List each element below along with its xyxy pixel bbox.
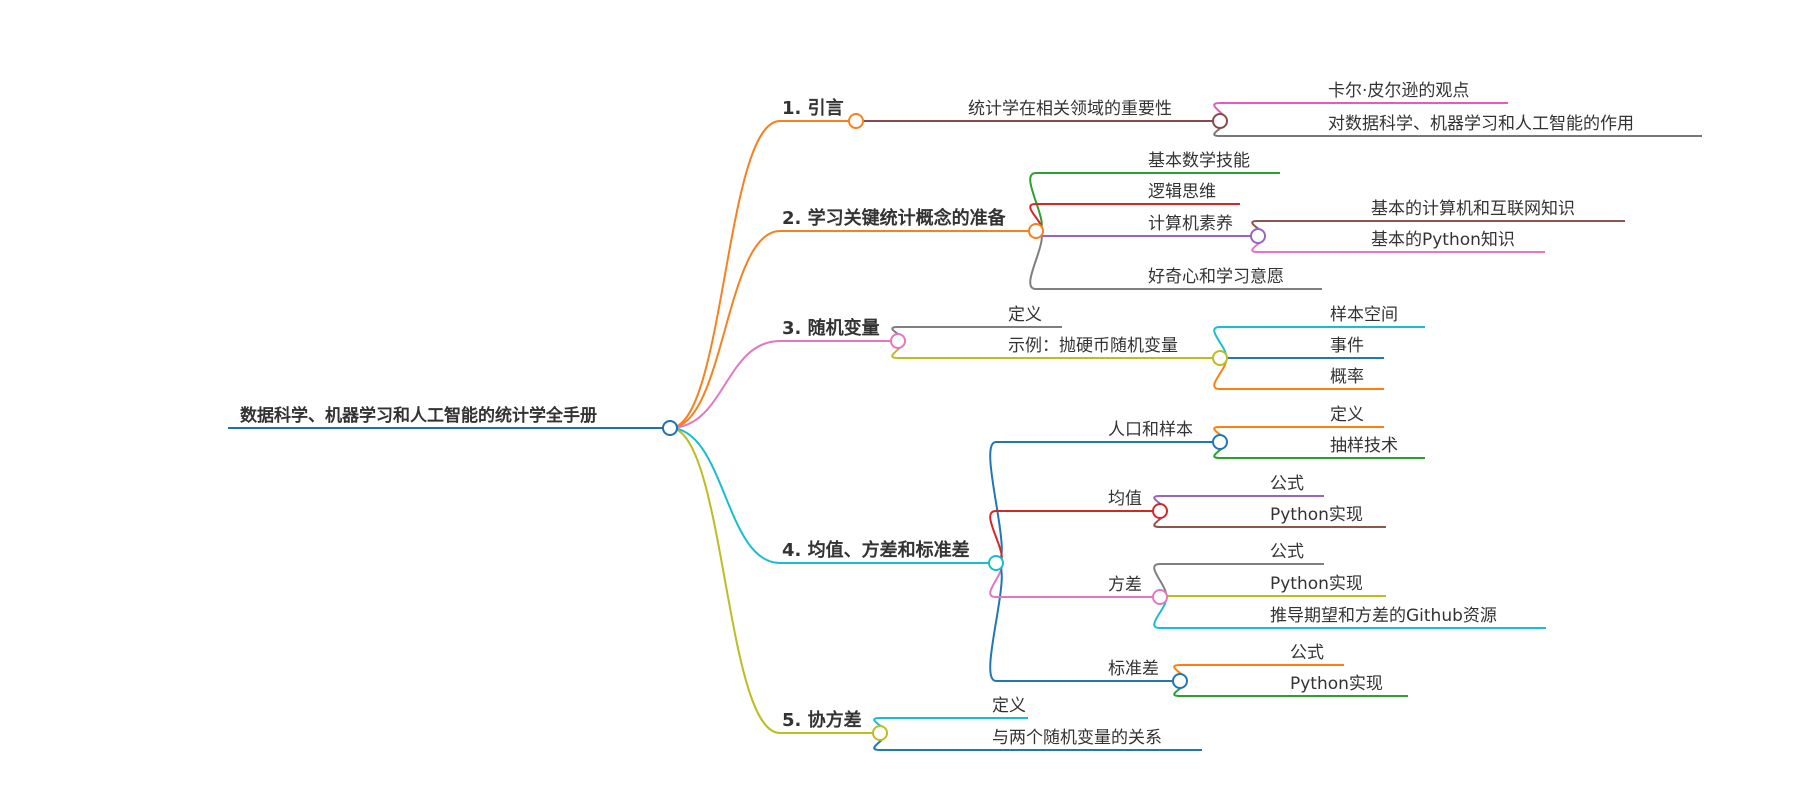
- topic-label-root-3-1: 均值: [1108, 489, 1142, 509]
- topic-label-root-2-1: 示例：抛硬币随机变量: [1008, 336, 1178, 356]
- connector-root-1-3: [1029, 230, 1043, 290]
- topic-label-root-1: 2. 学习关键统计概念的准备: [782, 207, 1007, 229]
- topic-label-root-3-2-0: 公式: [1270, 542, 1304, 562]
- collapse-toggle-root-3-3[interactable]: [1172, 673, 1188, 689]
- topic-label-root-3-3: 标准差: [1108, 659, 1159, 679]
- topic-label-root-3-0-0: 定义: [1330, 405, 1364, 425]
- topic-label-root-3-2: 方差: [1108, 575, 1142, 595]
- topic-label-root-0-0: 统计学在相关领域的重要性: [968, 99, 1172, 119]
- toggles-layer: [662, 113, 1266, 741]
- collapse-toggle-root-0-0[interactable]: [1212, 113, 1228, 129]
- collapse-toggle-root-2-1[interactable]: [1212, 350, 1228, 366]
- topic-label-root-3-2-2: 推导期望和方差的Github资源: [1270, 606, 1497, 626]
- topic-label-root-1-3: 好奇心和学习意愿: [1148, 267, 1284, 287]
- topic-label-root-1-1: 逻辑思维: [1148, 182, 1216, 202]
- topic-label-root-4: 5. 协方差: [782, 709, 862, 731]
- connector-root-3: [669, 427, 781, 564]
- collapse-toggle-root-1[interactable]: [1028, 223, 1044, 239]
- connector-root-3-0: [989, 441, 1003, 564]
- underlines-layer: [228, 102, 1702, 751]
- topic-label-root-3-1-1: Python实现: [1270, 505, 1363, 525]
- topic-label-root-0: 1. 引言: [782, 97, 844, 119]
- topic-label-root-1-0: 基本数学技能: [1148, 151, 1250, 171]
- collapse-toggle-root-4[interactable]: [872, 725, 888, 741]
- topic-label-root-2: 3. 随机变量: [782, 317, 880, 339]
- topic-label-root-4-0: 定义: [992, 696, 1026, 716]
- topic-label-root-4-1: 与两个随机变量的关系: [992, 728, 1162, 748]
- connector-root-0: [669, 120, 781, 429]
- collapse-toggle-root-2[interactable]: [890, 333, 906, 349]
- labels-layer: 数据科学、机器学习和人工智能的统计学全手册 1. 引言 统计学在相关领域的重要性 卡尔…: [240, 81, 1634, 748]
- topic-label-root-3-3-0: 公式: [1290, 643, 1324, 663]
- root-topic-label: 数据科学、机器学习和人工智能的统计学全手册: [240, 405, 597, 426]
- topic-label-root-3-3-1: Python实现: [1290, 674, 1383, 694]
- collapse-toggle-root-3-1[interactable]: [1152, 503, 1168, 519]
- connector-root-4: [669, 427, 781, 734]
- topic-label-root-2-0: 定义: [1008, 305, 1042, 325]
- topic-label-root-1-2: 计算机素养: [1148, 214, 1233, 234]
- collapse-toggle-root-1-2[interactable]: [1250, 228, 1266, 244]
- topic-label-root-3-0: 人口和样本: [1108, 420, 1193, 440]
- topic-label-root-1-2-0: 基本的计算机和互联网知识: [1371, 199, 1575, 219]
- topic-label-root-2-1-1: 事件: [1330, 336, 1364, 356]
- topic-label-root-3-0-1: 抽样技术: [1330, 436, 1398, 456]
- topic-label-root-0-0-1: 对数据科学、机器学习和人工智能的作用: [1328, 114, 1634, 134]
- topic-label-root-3-2-1: Python实现: [1270, 574, 1363, 594]
- collapse-toggle-root-0[interactable]: [848, 113, 864, 129]
- collapse-toggle-root-3-2[interactable]: [1152, 589, 1168, 605]
- topic-label-root-2-1-0: 样本空间: [1330, 305, 1398, 325]
- collapse-toggle-root-3[interactable]: [988, 555, 1004, 571]
- collapse-toggle-root-3-0[interactable]: [1212, 434, 1228, 450]
- topic-label-root-3: 4. 均值、方差和标准差: [782, 539, 970, 561]
- collapse-toggle-root[interactable]: [662, 420, 678, 436]
- connector-root-1: [669, 230, 781, 429]
- topic-label-root-1-2-1: 基本的Python知识: [1371, 230, 1515, 250]
- topic-label-root-3-1-0: 公式: [1270, 474, 1304, 494]
- topic-label-root-0-0-0: 卡尔·皮尔逊的观点: [1328, 81, 1469, 101]
- connector-root-2: [669, 340, 781, 429]
- topic-label-root-2-1-2: 概率: [1330, 367, 1364, 387]
